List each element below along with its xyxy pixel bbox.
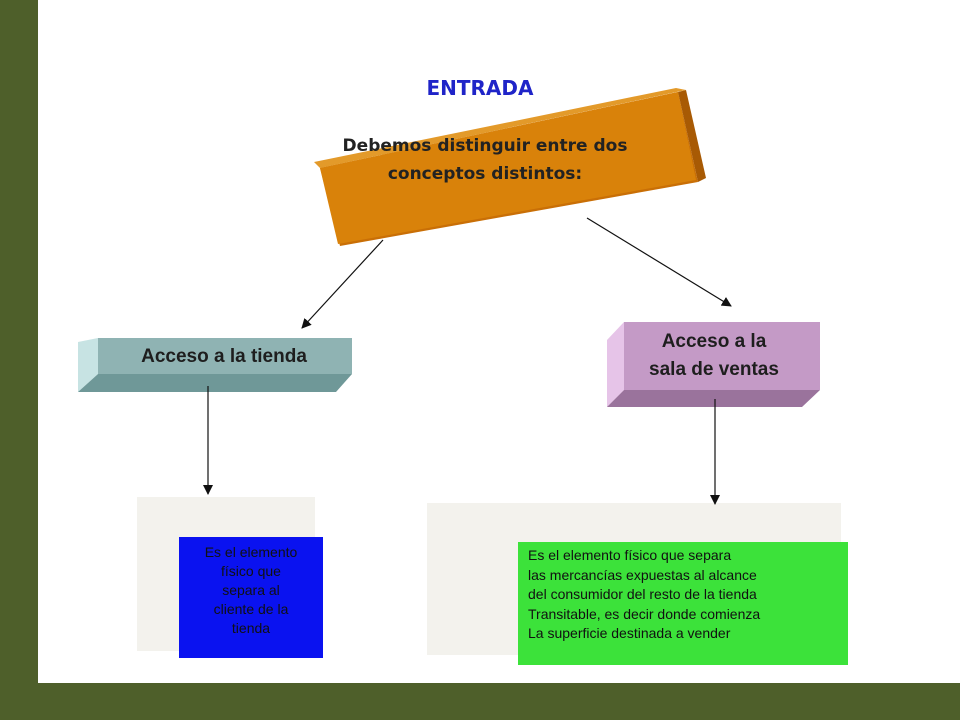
right-concept-label: Acceso a la sala de ventas	[649, 331, 779, 380]
top-concept-box	[314, 88, 706, 246]
arrow-to-left-box	[301, 239, 384, 329]
arrow-to-right-box	[586, 217, 732, 307]
left-concept-box	[78, 338, 352, 392]
diagram-title: ENTRADA	[426, 76, 534, 100]
left-concept-label: Acceso a la tienda	[141, 346, 307, 367]
frame-bottom-bar	[0, 683, 960, 720]
diagram-subtitle: Debemos distinguir entre dos conceptos d…	[342, 136, 628, 184]
frame-left-bar	[0, 0, 38, 720]
right-description-box: Es el elemento físico que separa las mer…	[518, 542, 848, 665]
left-description-box: Es el elemento físico que separa al clie…	[179, 537, 323, 658]
right-concept-box	[607, 322, 820, 407]
